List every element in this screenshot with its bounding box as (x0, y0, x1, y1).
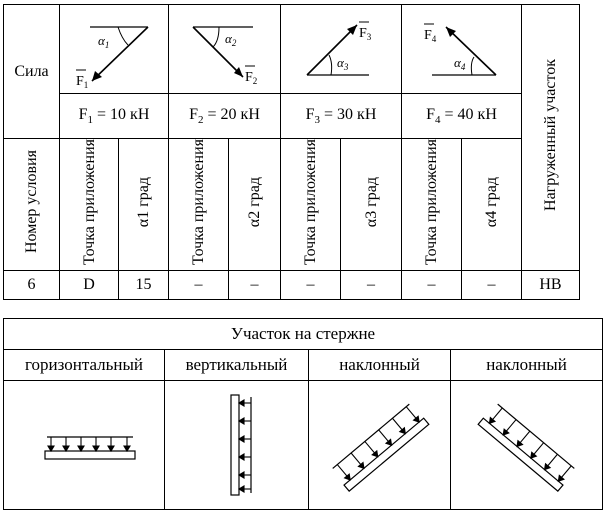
force-4-value: F4 = 40 кН (401, 93, 522, 139)
angle-header-4: α4 град (461, 138, 522, 271)
condition-number-header: Номер условия (3, 138, 60, 271)
cell-angle-3: – (340, 269, 402, 300)
point-header-4: Точка приложения (401, 138, 462, 271)
cell-angle-4: – (461, 269, 522, 300)
svg-text:α4: α4 (454, 55, 466, 72)
point-header-3: Точка приложения (280, 138, 341, 271)
svg-text:α3: α3 (337, 55, 349, 72)
cell-point-2: – (168, 269, 229, 300)
svg-text:F2: F2 (245, 70, 257, 86)
cell-angle-2: – (228, 269, 281, 300)
svg-text:α2: α2 (225, 31, 237, 48)
column-inclined-2: наклонный (449, 349, 604, 381)
svg-text:F3: F3 (359, 26, 372, 42)
force-3-value: F3 = 30 кН (280, 93, 402, 139)
point-header-1: Точка приложения (59, 138, 119, 271)
inclined-load-diagram-2 (449, 380, 604, 510)
table-row: 6 D 15 – – – – – – НВ (3, 269, 580, 300)
loaded-section-header: Нагруженный участок (521, 4, 580, 271)
cell-point-1: D (59, 269, 119, 300)
column-inclined-1: наклонный (308, 349, 451, 381)
force-label: Сила (3, 4, 60, 139)
cell-point-4: – (401, 269, 462, 300)
svg-text:F1: F1 (76, 74, 88, 90)
point-header-2: Точка приложения (168, 138, 229, 271)
svg-text:α1: α1 (98, 33, 109, 50)
force-4-diagram: α4 F4 (401, 4, 522, 94)
force-conditions-table: Сила α1 F1 α2 F2 (3, 4, 580, 300)
force-1-value: F1 = 10 кН (59, 93, 169, 139)
angle-header-1: α1 град (118, 138, 169, 271)
rod-section-table: Участок на стержне горизонтальный вертик… (2, 318, 604, 510)
force-2-value: F2 = 20 кН (168, 93, 281, 139)
column-horizontal: горизонтальный (3, 349, 165, 381)
cell-angle-1: 15 (118, 269, 169, 300)
cell-condition-number: 6 (3, 269, 60, 300)
svg-text:F4: F4 (424, 28, 437, 44)
cell-point-3: – (280, 269, 341, 300)
vertical-load-diagram (164, 380, 309, 510)
rod-section-title: Участок на стержне (2, 318, 604, 350)
angle-header-3: α3 град (340, 138, 402, 271)
force-2-diagram: α2 F2 (168, 4, 281, 94)
angle-header-2: α2 град (228, 138, 281, 271)
inclined-load-diagram-1 (308, 380, 451, 510)
column-vertical: вертикальный (164, 349, 309, 381)
force-1-diagram: α1 F1 (59, 4, 169, 94)
force-3-diagram: α3 F3 (280, 4, 402, 94)
cell-loaded-section: НВ (521, 269, 580, 300)
horizontal-load-diagram (3, 380, 165, 510)
